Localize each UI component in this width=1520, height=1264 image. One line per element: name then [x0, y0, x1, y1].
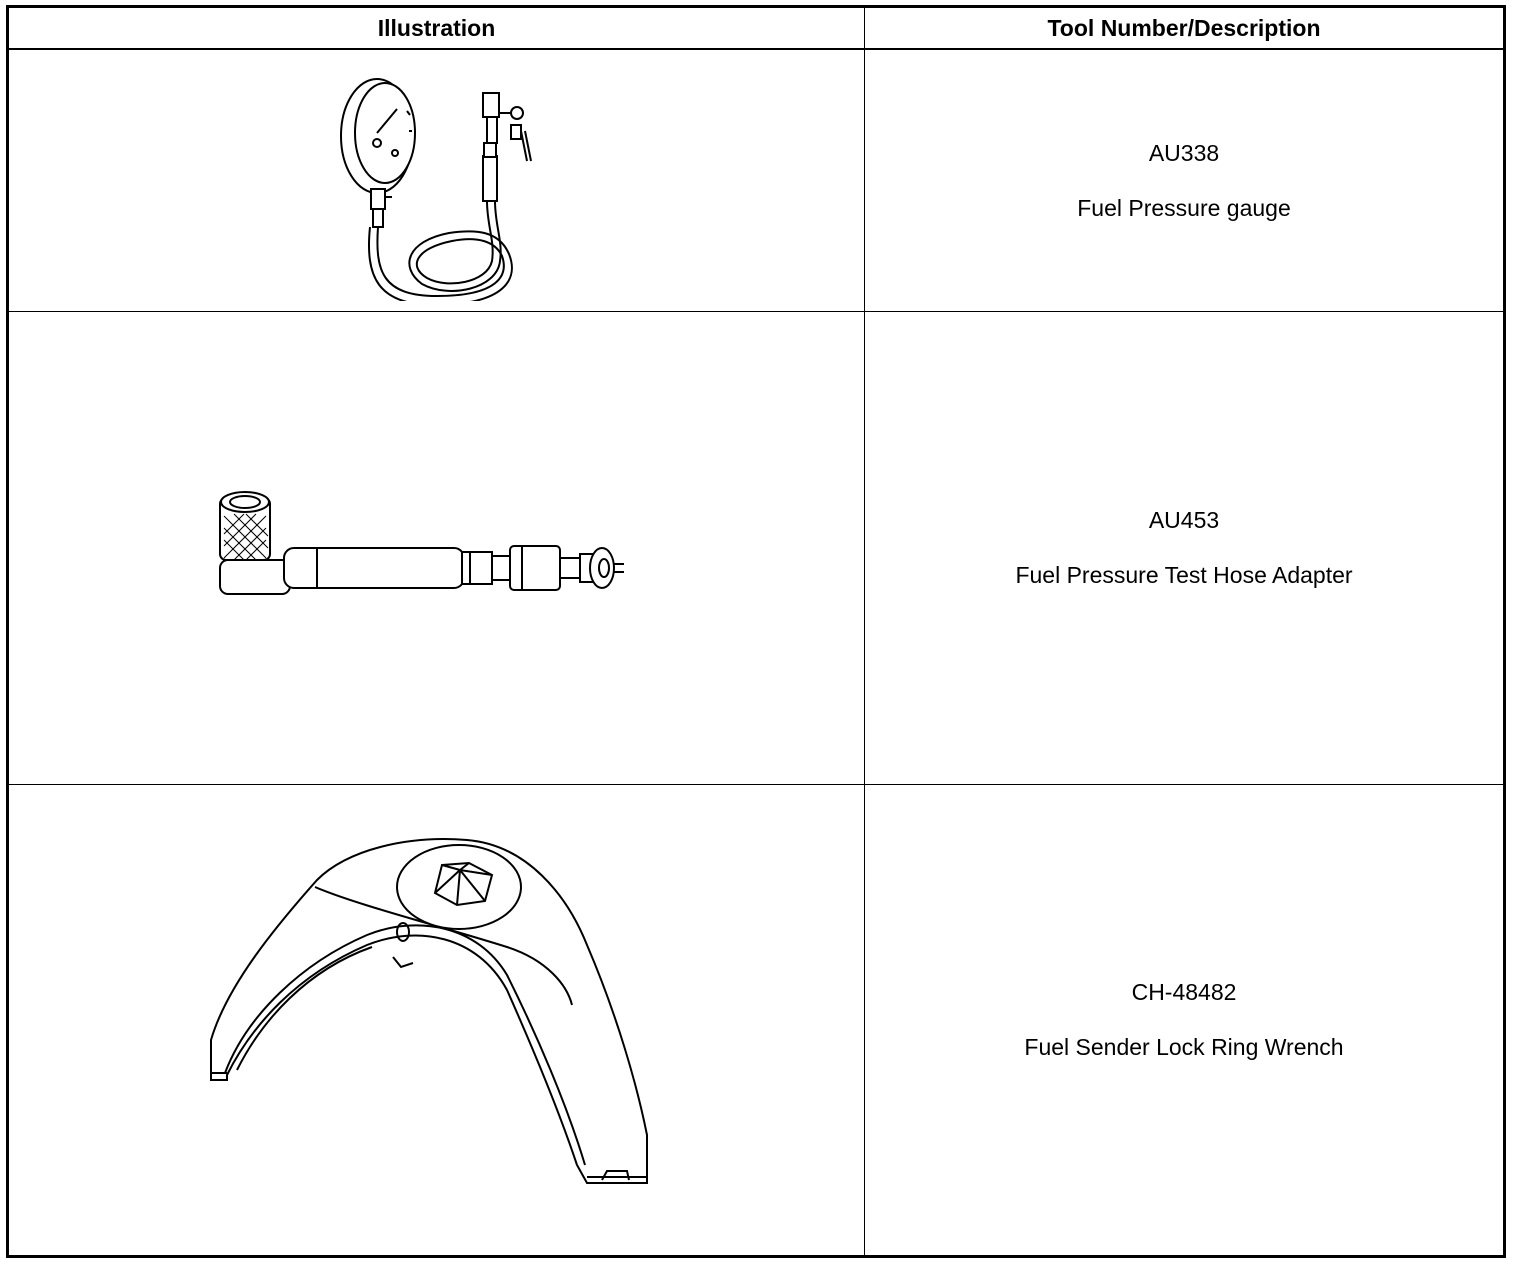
illustration-header: Illustration: [7, 6, 865, 50]
tool-description: Fuel Pressure Test Hose Adapter: [1015, 562, 1353, 588]
illustration-cell: [7, 784, 865, 1257]
fuel-pressure-gauge-icon: [337, 61, 537, 301]
tool-description: Fuel Sender Lock Ring Wrench: [1024, 1034, 1344, 1060]
hose-adapter-icon: [212, 488, 662, 608]
illustration-cell: [7, 48, 865, 312]
lock-ring-wrench-icon: [207, 835, 667, 1205]
description-header: Tool Number/Description: [864, 6, 1505, 50]
tool-description: Fuel Pressure gauge: [1077, 194, 1291, 221]
tool-number: CH-48482: [1131, 979, 1237, 1005]
description-cell: CH-48482 Fuel Sender Lock Ring Wrench: [864, 784, 1505, 1257]
tool-number: AU338: [1148, 139, 1220, 166]
illustration-cell: [7, 311, 865, 785]
tool-number: AU453: [1148, 507, 1220, 533]
table-row: CH-48482 Fuel Sender Lock Ring Wrench: [7, 784, 1505, 1257]
header-row: Illustration Tool Number/Description: [7, 6, 1505, 50]
table-row: AU338 Fuel Pressure gauge: [7, 48, 1505, 312]
table-row: AU453 Fuel Pressure Test Hose Adapter: [7, 311, 1505, 785]
special-tools-table: Illustration Tool Number/Description: [6, 5, 1506, 1258]
description-cell: AU338 Fuel Pressure gauge: [864, 48, 1505, 312]
description-cell: AU453 Fuel Pressure Test Hose Adapter: [864, 311, 1505, 785]
